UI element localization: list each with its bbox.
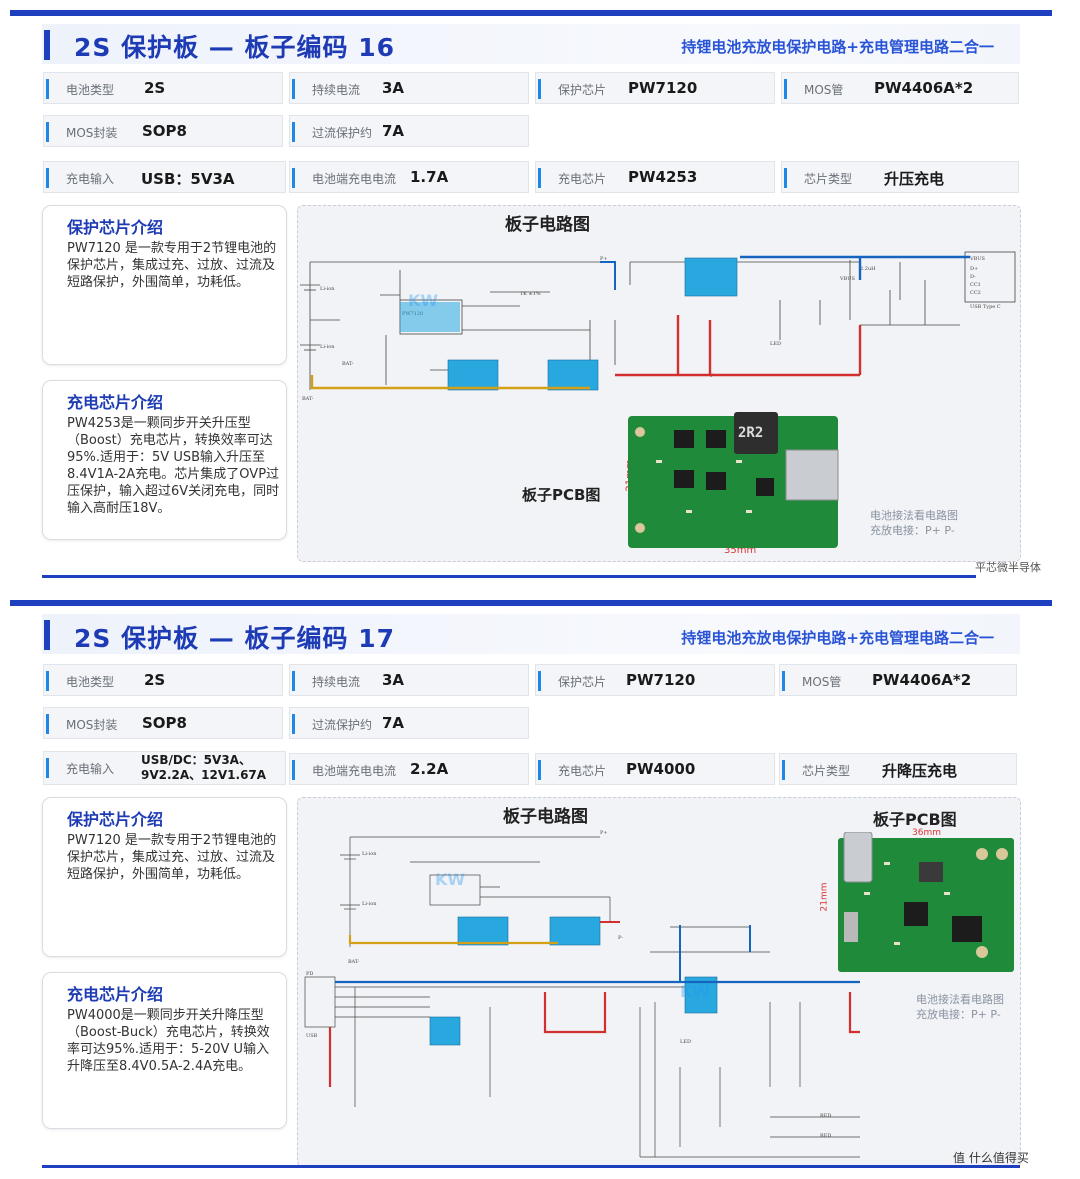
svg-text:CC1: CC1 (970, 282, 981, 288)
pcb-dim-height: 21mm (819, 882, 830, 912)
board-section-16: 2S 保护板 — 板子编码 16 持锂电池充放电保护电路+充电管理电路二合一 电… (10, 10, 1052, 578)
svg-text:LED: LED (680, 1039, 691, 1045)
section-subtitle: 持锂电池充放电保护电路+充电管理电路二合一 (681, 629, 994, 647)
spec-protect-chip: 保护芯片 PW7120 (535, 664, 775, 696)
pcb-title: 板子PCB图 (873, 810, 957, 829)
spec-mos: MOS管 PW4406A*2 (779, 664, 1017, 696)
svg-text:Li-ion: Li-ion (362, 901, 377, 907)
svg-text:USB Type C: USB Type C (970, 304, 1001, 310)
svg-text:2.2uH: 2.2uH (860, 266, 876, 272)
svg-text:PD: PD (306, 971, 313, 977)
spec-chip-type: 芯片类型 升压充电 (781, 161, 1019, 193)
svg-text:Li-ion: Li-ion (320, 344, 335, 350)
svg-text:BAT-: BAT- (342, 361, 354, 367)
charge-chip-intro: 充电芯片介绍 PW4000是一颗同步开关升降压型（Boost-Buck）充电芯片… (42, 972, 287, 1129)
svg-text:P+: P+ (600, 830, 608, 836)
diagram-title: 板子电路图 (503, 807, 588, 827)
svg-text:P-: P- (618, 935, 623, 941)
spec-mos-package: MOS封装 SOP8 (43, 115, 283, 147)
svg-text:USB: USB (306, 1033, 318, 1039)
brand-footer: 平芯微半导体 (975, 561, 1041, 574)
svg-text:D+: D+ (970, 266, 978, 272)
spec-battery-charge-current: 电池端充电电流 2.2A (289, 753, 529, 785)
svg-text:D-: D- (970, 274, 976, 280)
svg-text:Li-ion: Li-ion (362, 851, 377, 857)
board-section-17: 2S 保护板 — 板子编码 17 持锂电池充放电保护电路+充电管理电路二合一 电… (0, 592, 1080, 1179)
pcb-photo (838, 832, 1014, 972)
inductor-marking: 2R2 (738, 425, 764, 441)
title-bar (42, 24, 1020, 64)
svg-text:RED: RED (820, 1113, 831, 1119)
pcb-note: 电池接法看电路图 充放电接：P+ P- (870, 509, 958, 537)
spec-protect-chip: 保护芯片 PW7120 (535, 72, 775, 104)
svg-text:KW: KW (680, 982, 710, 1001)
section-title: 2S 保护板 — 板子编码 16 (74, 33, 396, 62)
section-bottom-line (42, 1165, 1020, 1168)
svg-text:BAT-: BAT- (302, 396, 314, 402)
pcb-photo (628, 412, 839, 548)
svg-text:VBUS: VBUS (969, 256, 985, 262)
svg-text:VBUS: VBUS (839, 276, 855, 282)
diagram-title: 板子电路图 (505, 215, 590, 235)
spec-charge-input: 充电输入 USB：5V3A (43, 161, 286, 193)
svg-text:KW: KW (435, 870, 465, 889)
svg-text:LED: LED (770, 341, 781, 347)
spec-continuous-current: 持续电流 3A (289, 72, 529, 104)
svg-text:KW: KW (408, 291, 438, 310)
title-accent (44, 30, 50, 60)
svg-text:Li-ion: Li-ion (320, 286, 335, 292)
svg-text:RED: RED (820, 1133, 831, 1139)
spec-continuous-current: 持续电流 3A (289, 664, 529, 696)
svg-text:P+: P+ (600, 256, 608, 262)
protect-chip-intro: 保护芯片介绍 PW7120 是一款专用于2节锂电池的保护芯片，集成过充、过放、过… (42, 205, 287, 365)
spec-chip-type: 芯片类型 升降压充电 (779, 753, 1017, 785)
svg-text:BAT-: BAT- (348, 959, 360, 965)
pcb-dim-width: 36mm (912, 828, 941, 838)
section-title: 2S 保护板 — 板子编码 17 (74, 624, 396, 653)
spec-mos: MOS管 PW4406A*2 (781, 72, 1019, 104)
section-bottom-line (42, 575, 976, 578)
spec-battery-type: 电池类型 2S (43, 72, 283, 104)
pcb-note: 电池接法看电路图 充放电接：P+ P- (916, 993, 1004, 1021)
spec-overcurrent: 过流保护约 7A (289, 707, 529, 739)
spec-battery-type: 电池类型 2S (43, 664, 283, 696)
brand-footer: 值 什么值得买 (953, 1151, 1029, 1165)
svg-text:CC2: CC2 (970, 290, 981, 296)
pcb-title: 板子PCB图 (522, 486, 601, 504)
spec-charge-chip: 充电芯片 PW4253 (535, 161, 775, 193)
spec-overcurrent: 过流保护约 7A (289, 115, 529, 147)
spec-charge-chip: 充电芯片 PW4000 (535, 753, 775, 785)
section-subtitle: 持锂电池充放电保护电路+充电管理电路二合一 (681, 38, 994, 56)
pcb-dim-width: 35mm (724, 545, 757, 556)
spec-battery-charge-current: 电池端充电电流 1.7A (289, 161, 529, 193)
title-accent (44, 620, 50, 650)
protect-chip-intro: 保护芯片介绍 PW7120 是一款专用于2节锂电池的保护芯片，集成过充、过放、过… (42, 797, 287, 957)
spec-mos-package: MOS封装 SOP8 (43, 707, 283, 739)
spec-charge-input: 充电输入 USB/DC：5V3A、 9V2.2A、12V1.67A (43, 751, 286, 785)
svg-text:1K ±1%: 1K ±1% (520, 291, 541, 297)
section-top-bar (10, 600, 1052, 606)
section-top-bar (10, 10, 1052, 16)
charge-chip-intro: 充电芯片介绍 PW4253是一颗同步开关升压型（Boost）充电芯片，转换效率可… (42, 380, 287, 540)
title-bar (42, 614, 1020, 654)
